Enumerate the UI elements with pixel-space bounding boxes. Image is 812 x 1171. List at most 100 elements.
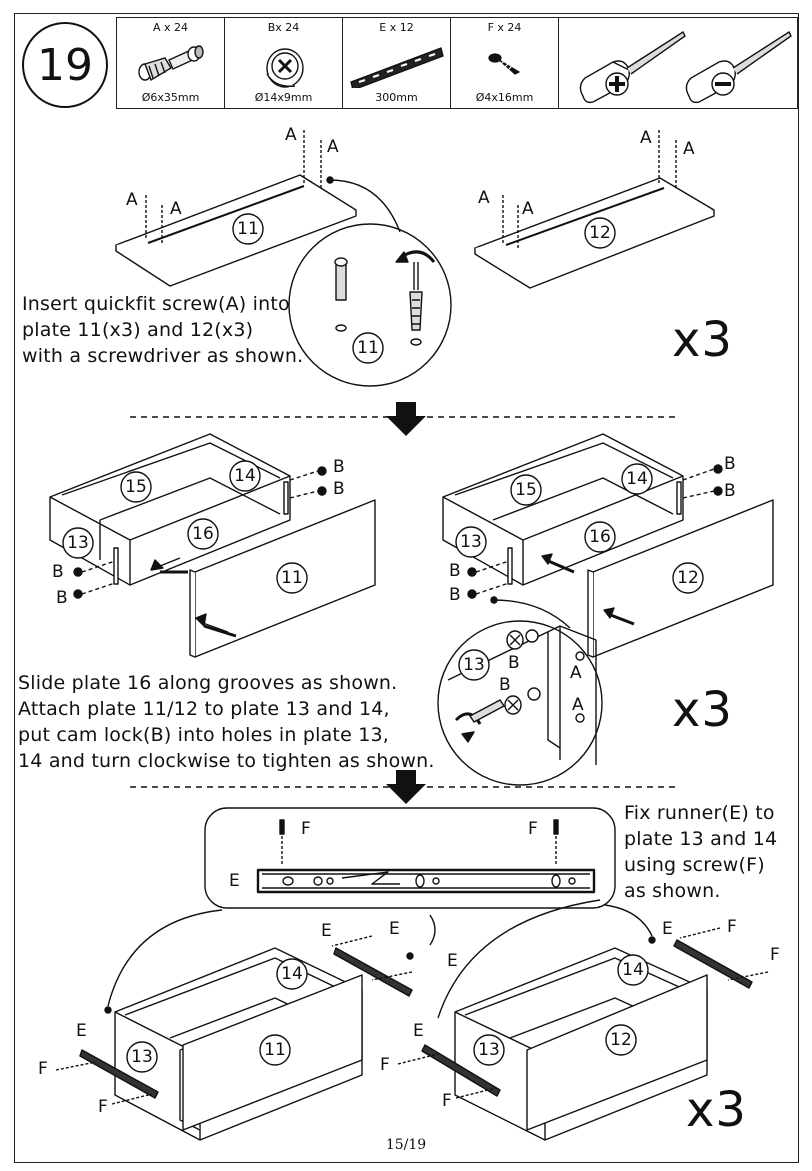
part-f-qty: F x 24	[487, 21, 522, 34]
runner-box-right	[397, 899, 769, 1141]
screw-a-label: A	[640, 128, 652, 148]
screw-a-label: A	[327, 137, 339, 157]
screw-a-label: A	[126, 190, 138, 210]
runner-e-label: E	[447, 951, 458, 971]
multiplier-step2: x3	[672, 682, 733, 738]
part-f-cell: F x 24 Ø4x16mm	[451, 18, 559, 108]
parts-table: A x 24 Ø6x35mm Bx 24 Ø14x9mm E x 1	[116, 17, 798, 109]
instruction-step2: Slide plate 16 along grooves as shown. A…	[18, 670, 435, 774]
screw-a-label: A	[572, 695, 584, 715]
instruction-line: Fix runner(E) to	[624, 802, 775, 824]
part-b-dim: Ø14x9mm	[254, 91, 313, 104]
instruction-step1: Insert quickfit screw(A) into plate 11(x…	[22, 291, 303, 369]
part-a-qty: A x 24	[152, 21, 189, 34]
screw-icon	[488, 53, 521, 75]
instruction-line: plate 11(x3) and 12(x3)	[22, 319, 254, 341]
part-f-dim: Ø4x16mm	[475, 91, 534, 104]
multiplier-step3: x3	[686, 1082, 747, 1138]
screw-a-label: A	[478, 188, 490, 208]
instruction-line: put cam lock(B) into holes in plate 13,	[18, 724, 390, 746]
cam-b-label: B	[333, 457, 345, 477]
cam-b-label: B	[499, 675, 511, 695]
plate-14-label: 14	[622, 960, 644, 980]
cam-b-label: B	[449, 561, 461, 581]
part-e-qty: E x 12	[379, 21, 414, 34]
plate-12-label: 12	[589, 223, 611, 243]
screw-f-label: F	[727, 917, 737, 937]
screw-f-label: F	[301, 819, 311, 839]
plate-12-label: 12	[677, 568, 699, 588]
page-frame	[14, 13, 799, 1163]
instruction-line: with a screwdriver as shown.	[22, 345, 304, 367]
plate-13-label: 13	[131, 1047, 153, 1067]
part-b-cell: Bx 24 Ø14x9mm	[225, 18, 343, 108]
cam-lock-icon	[266, 48, 304, 88]
screw-f-label: F	[770, 945, 780, 965]
part-e-dim: 300mm	[375, 91, 418, 104]
instruction-step3: Fix runner(E) to plate 13 and 14 using s…	[624, 800, 777, 904]
plate-11-top	[115, 174, 357, 287]
screw-a-label: A	[170, 199, 182, 219]
instruction-line: Attach plate 11/12 to plate 13 and 14,	[18, 698, 390, 720]
plate-11-label: 11	[264, 1040, 286, 1060]
screw-f-label: F	[98, 1097, 108, 1117]
screw-a-label: A	[683, 139, 695, 159]
plate-13-label: 13	[460, 532, 482, 552]
detail-plate-13-label: 13	[463, 655, 485, 675]
plate-14-label: 14	[281, 964, 303, 984]
runner-e-label: E	[321, 921, 332, 941]
screw-f-label: F	[442, 1091, 452, 1111]
instruction-line: Insert quickfit screw(A) into	[22, 293, 290, 315]
instruction-line: as shown.	[624, 880, 721, 902]
detail-plate-11-label: 11	[357, 338, 379, 358]
phillips-screwdriver-icon	[579, 30, 686, 104]
part-e-cell: E x 12 300mm	[343, 18, 451, 108]
screw-f-label: F	[38, 1059, 48, 1079]
quickfit-screw-icon	[138, 45, 204, 82]
cam-b-label: B	[56, 588, 68, 608]
screw-a-label: A	[285, 125, 297, 145]
plate-13-label: 13	[478, 1040, 500, 1060]
plate-15-label: 15	[515, 480, 537, 500]
plate-13-label: 13	[67, 533, 89, 553]
plate-16-label: 16	[589, 527, 611, 547]
runner-box-left	[55, 909, 413, 1141]
cam-b-label: B	[333, 479, 345, 499]
part-a-dim: Ø6x35mm	[141, 91, 200, 104]
plate-12-label: 12	[610, 1030, 632, 1050]
runner-e-label: E	[413, 1021, 424, 1041]
arrow-down-icon	[386, 402, 426, 436]
flathead-screwdriver-icon	[685, 30, 792, 104]
runner-e-label: E	[76, 1021, 87, 1041]
cam-b-label: B	[724, 454, 736, 474]
instruction-line: plate 13 and 14	[624, 828, 778, 850]
screw-a-label: A	[522, 199, 534, 219]
page-number: 15/19	[385, 1137, 427, 1153]
runner-icon	[350, 47, 444, 88]
part-a-cell: A x 24 Ø6x35mm	[117, 18, 225, 108]
instruction-line: 14 and turn clockwise to tighten as show…	[18, 750, 435, 772]
cam-b-label: B	[449, 585, 461, 605]
plate-14-label: 14	[234, 466, 256, 486]
runner-e-label: E	[389, 919, 400, 939]
runner-e-label: E	[229, 871, 240, 891]
step-number: 19	[22, 22, 108, 108]
part-b-qty: Bx 24	[267, 21, 300, 34]
runner-e-label: E	[662, 919, 673, 939]
screw-f-label: F	[380, 1055, 390, 1075]
cam-b-label: B	[724, 481, 736, 501]
plate-15-label: 15	[125, 477, 147, 497]
screw-f-label: F	[528, 819, 538, 839]
arrow-down-icon	[386, 770, 426, 804]
drawer-box-left	[49, 433, 376, 658]
tools-cell	[559, 18, 797, 108]
cam-b-label: B	[52, 562, 64, 582]
plate-14-label: 14	[626, 469, 648, 489]
multiplier-step1: x3	[672, 312, 733, 368]
plate-11-label: 11	[281, 568, 303, 588]
instruction-line: using screw(F)	[624, 854, 765, 876]
screw-a-label: A	[570, 663, 582, 683]
drawer-box-right	[442, 433, 774, 658]
cam-b-label: B	[508, 653, 520, 673]
